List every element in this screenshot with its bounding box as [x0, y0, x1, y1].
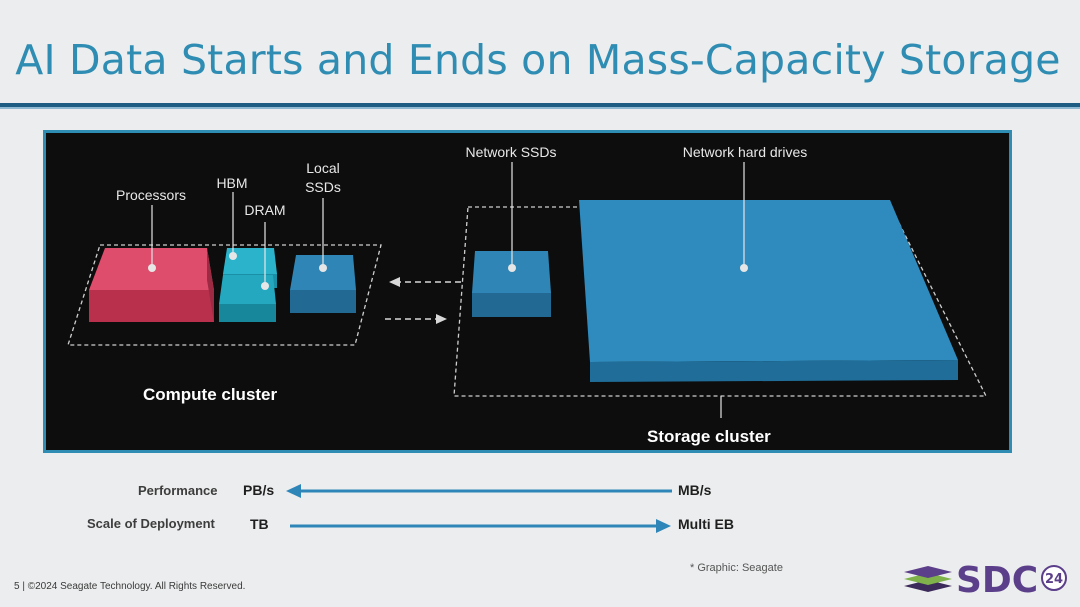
hbm-label: HBM [216, 175, 247, 191]
arrow-head-left [389, 277, 400, 287]
performance-left-value: PB/s [243, 482, 275, 498]
storage-cluster-label: Storage cluster [647, 427, 771, 446]
network-ssds-label: Network SSDs [465, 144, 556, 160]
transfer-arrows [385, 281, 461, 320]
processors-label: Processors [116, 187, 186, 203]
callout-lines [148, 162, 748, 418]
local-ssds-label-line2: SSDs [305, 179, 341, 195]
local-ssds-label-line1: Local [306, 160, 339, 176]
compute-cluster-label: Compute cluster [143, 385, 278, 404]
deployment-left-value: TB [250, 516, 269, 532]
dram-label: DRAM [244, 202, 285, 218]
arrow-head-right [436, 314, 447, 324]
copyright-text: 5 | ©2024 Seagate Technology. All Rights… [14, 581, 246, 592]
deployment-arrow [290, 519, 671, 533]
performance-label: Performance [138, 483, 218, 498]
logo-badge: 24 [1045, 572, 1063, 587]
sdc-logo: SDC 24 [904, 560, 1067, 600]
logo-layer-icon [904, 580, 952, 592]
logo-text: SDC [956, 560, 1038, 600]
network-hard-drives-label: Network hard drives [683, 144, 808, 160]
dram-block [219, 275, 276, 322]
network-hard-drives-block [579, 200, 958, 382]
deployment-label: Scale of Deployment [87, 516, 215, 531]
local-ssds-block [290, 255, 356, 313]
graphic-credit: * Graphic: Seagate [690, 562, 783, 574]
storage-diagram: Processors HBM DRAM Local SSDs Network S… [43, 130, 1012, 453]
performance-right-value: MB/s [678, 482, 712, 498]
network-ssds-block [472, 251, 551, 317]
title-rule [0, 103, 1080, 107]
deployment-right-value: Multi EB [678, 516, 734, 532]
slide-title: AI Data Starts and Ends on Mass-Capacity… [15, 36, 1061, 84]
title-rule-accent [0, 107, 1080, 109]
performance-arrow [286, 484, 672, 498]
